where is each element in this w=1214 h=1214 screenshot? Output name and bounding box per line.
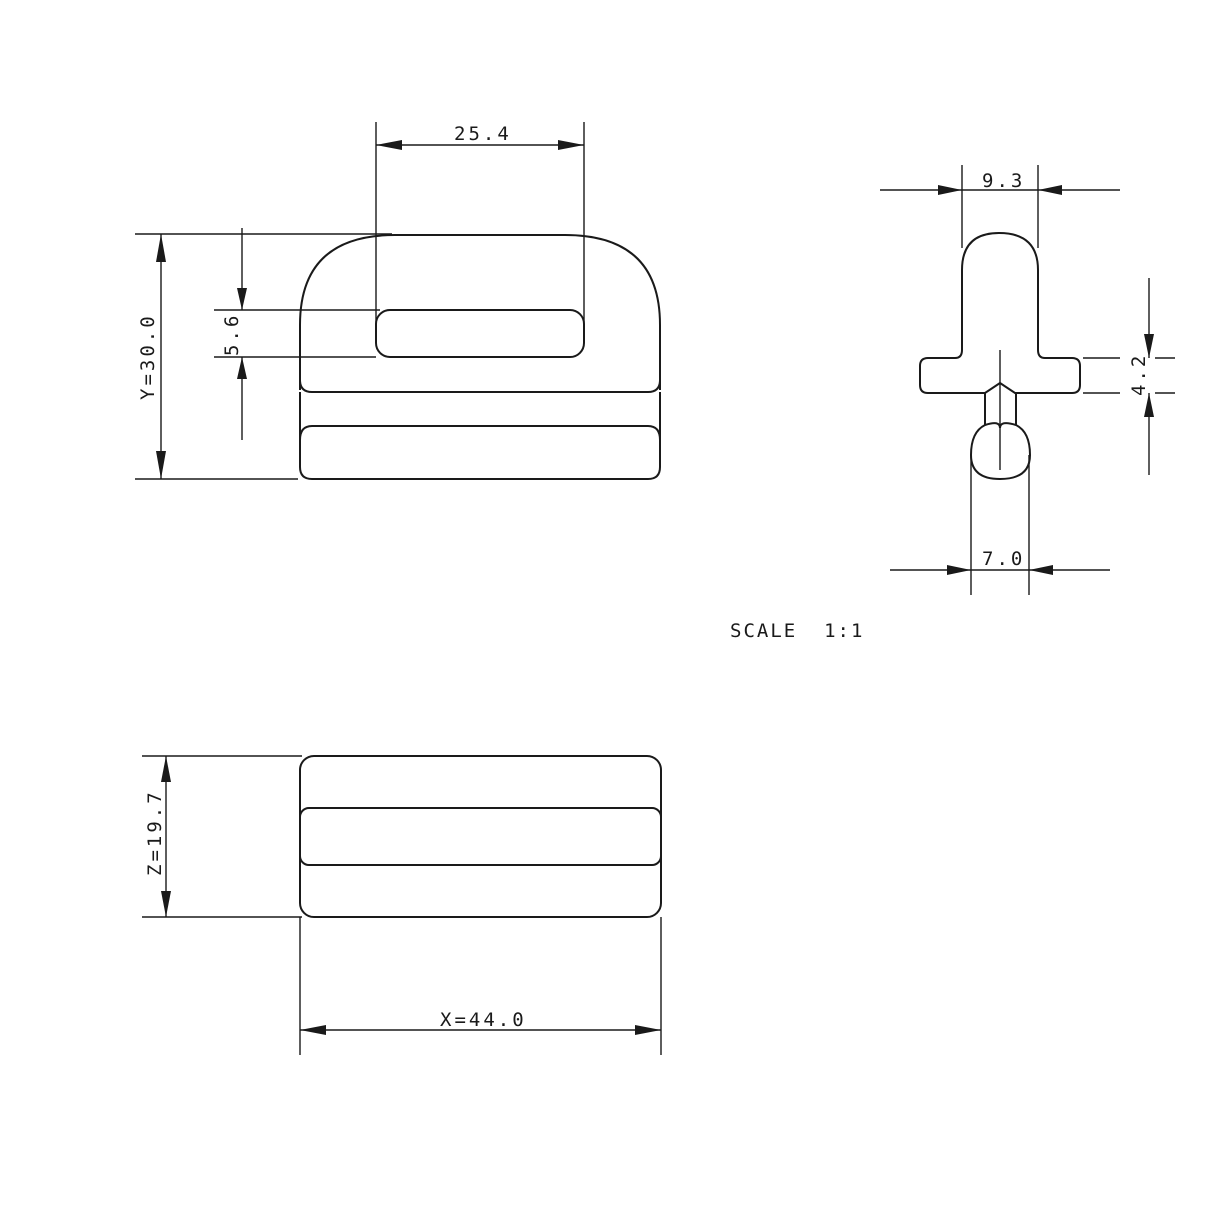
dim-flange-thickness: 4.2 — [1083, 278, 1175, 475]
dim-slot-width-label: 25.4 — [454, 123, 512, 145]
dim-top-width-label: 9.3 — [982, 170, 1025, 192]
dim-slot-width: 25.4 — [375, 122, 585, 338]
top-view-outline — [299, 755, 662, 918]
dim-slot-height: 5.6 — [214, 228, 380, 440]
dim-top-width: 9.3 — [880, 165, 1120, 248]
side-view — [919, 231, 1081, 481]
dim-overall-width: X=44.0 — [299, 917, 662, 1055]
dim-bottom-width: 7.0 — [890, 455, 1110, 595]
dim-overall-width-label: X=44.0 — [440, 1009, 527, 1031]
dim-overall-height: Y=30.0 — [135, 233, 392, 480]
scale-label: SCALE 1:1 — [730, 620, 864, 642]
top-view-band — [299, 807, 662, 866]
side-view-stem — [961, 231, 1039, 350]
dim-depth-label: Z=19.7 — [144, 789, 166, 876]
front-view-band-2 — [299, 425, 661, 480]
dim-slot-height-label: 5.6 — [221, 313, 243, 356]
top-view — [299, 755, 662, 918]
front-view-slot — [375, 309, 585, 358]
dim-depth: Z=19.7 — [142, 755, 302, 918]
front-view-outline — [299, 234, 661, 390]
dim-bottom-width-label: 7.0 — [982, 548, 1025, 570]
front-view-band-1 — [299, 379, 661, 393]
dim-flange-thickness-label: 4.2 — [1128, 353, 1150, 396]
dim-overall-height-label: Y=30.0 — [137, 313, 159, 400]
